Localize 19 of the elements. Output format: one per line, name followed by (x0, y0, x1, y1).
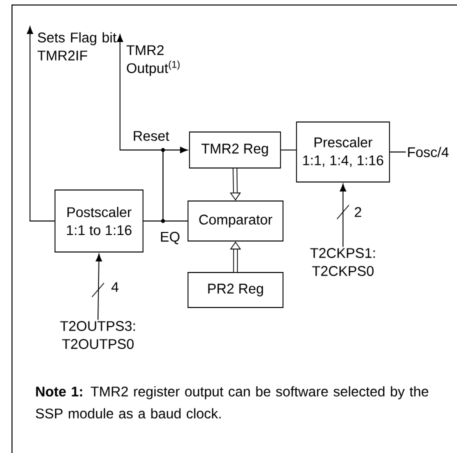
signal-label: TMR2 Output$^{(1)}$ (126, 45, 180, 76)
signal-label: Fosc/4 (408, 146, 449, 158)
edge-label: 4 (110, 281, 120, 293)
edge-label: EQ (158, 230, 182, 246)
block-box: Postscaler 1:1 to 1:16 (54, 190, 144, 252)
arrow (26, 26, 55, 222)
signal-label: T2CKPS1: T2CKPS0 (310, 248, 375, 276)
block-box: PR2 Reg (188, 272, 284, 308)
note-text: Note 1: TMR2 register output can be software selected by the SSP module as a baud clock. (36, 386, 428, 418)
edge-label: Reset (132, 130, 170, 142)
block-box: Prescaler 1:1, 1:4, 1:16 (296, 122, 390, 182)
block-box: Comparator (188, 200, 284, 242)
arrow (116, 34, 188, 222)
block-box: TMR2 Reg (189, 132, 281, 168)
edge-label: 2 (353, 206, 363, 218)
signal-label: T2OUTPS3: T2OUTPS0 (60, 321, 135, 349)
arrow (96, 254, 102, 320)
signal-label: Sets Flag bit TMR2IF (38, 32, 116, 60)
arrow (340, 184, 346, 248)
